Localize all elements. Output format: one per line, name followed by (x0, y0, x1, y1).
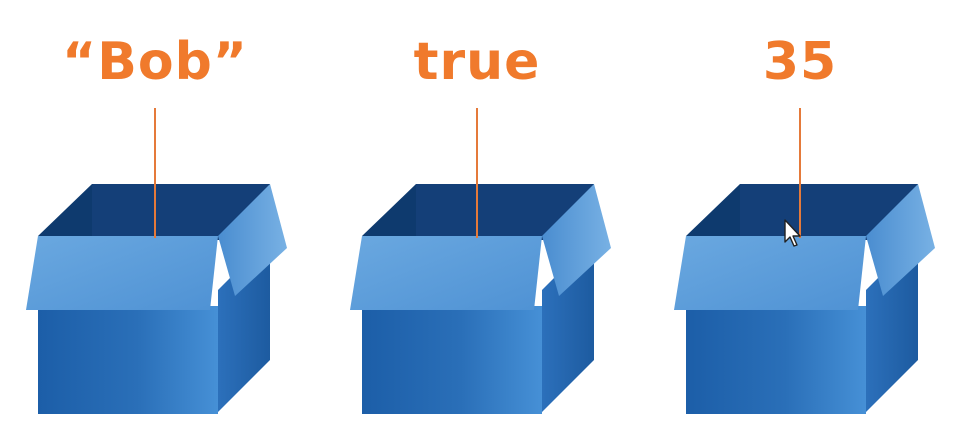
box-front-panel (686, 306, 866, 414)
box-1 (350, 108, 611, 414)
box-front-panel (362, 306, 542, 414)
box-2-value-label: 35 (762, 32, 838, 92)
box-side-flap (866, 184, 935, 296)
box-side-flap (218, 184, 287, 296)
box-side-flap (542, 184, 611, 296)
box-inside-back (92, 184, 270, 240)
box-0 (26, 108, 287, 414)
box-front-flap (26, 236, 218, 310)
box-front-panel (38, 306, 218, 414)
box-front-flap (350, 236, 542, 310)
box-2 (674, 108, 935, 414)
box-1-value-label: true (413, 32, 541, 92)
box-0-value-label: “Bob” (62, 32, 248, 92)
box-inside-back (416, 184, 594, 240)
box-front-flap (674, 236, 866, 310)
arrow-cursor-icon (784, 219, 801, 247)
